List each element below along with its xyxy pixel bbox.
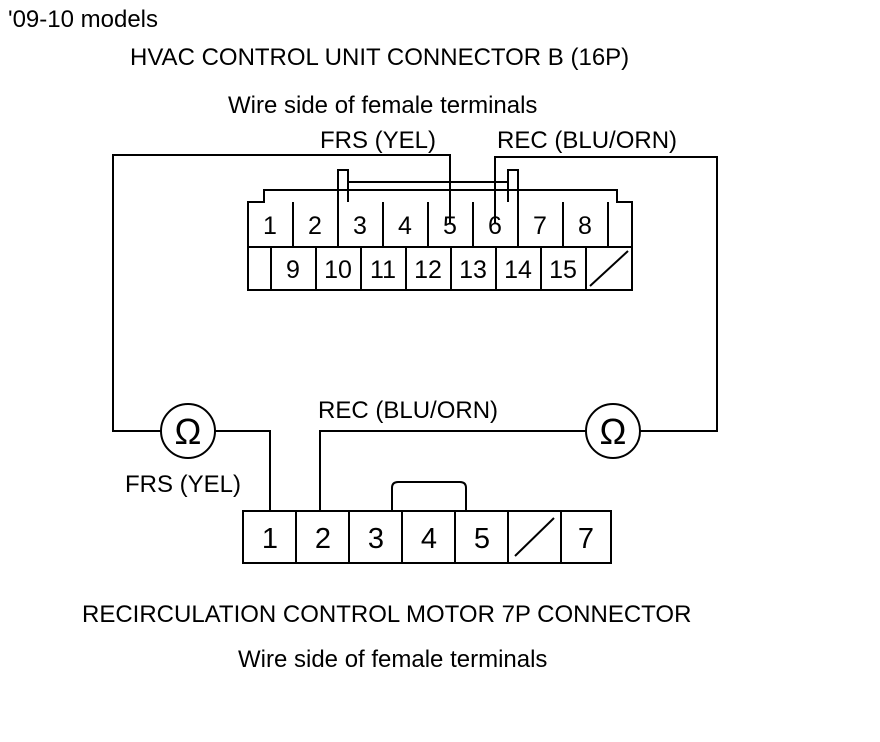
top-wire-frs-label: FRS (YEL): [320, 127, 436, 154]
terminal-number: 14: [504, 256, 532, 284]
wire-frs-to-motor: [215, 430, 271, 511]
terminal-number: 8: [578, 212, 592, 240]
bottom-wire-frs-label: FRS (YEL): [125, 471, 241, 498]
terminal-number: 2: [315, 523, 331, 555]
ohm-symbol: Ω: [175, 411, 202, 452]
terminal-number: 3: [353, 212, 367, 240]
ohm-symbol: Ω: [600, 411, 627, 452]
terminal-number: 4: [421, 523, 437, 555]
terminal-number: 1: [262, 523, 278, 555]
connector-body: [242, 510, 612, 564]
wire-frs: [112, 154, 451, 432]
ohmmeter-icon: [585, 403, 641, 459]
wire-rec: [494, 156, 718, 432]
terminal-number: 12: [414, 256, 442, 284]
terminal-number: 7: [578, 523, 594, 555]
terminal-number: 7: [533, 212, 547, 240]
unused-terminal-slash-icon: [589, 250, 629, 287]
recirc-motor-connector-7p: [242, 481, 612, 564]
top-connector-subtitle: Wire side of female terminals: [228, 92, 537, 119]
connector-latch: [337, 169, 519, 202]
terminal-number: 6: [488, 212, 502, 240]
terminal-number: 2: [308, 212, 322, 240]
wire-rec-to-motor: [319, 430, 586, 511]
terminal-number: 11: [370, 256, 396, 284]
hvac-connector-b-16p: [247, 169, 633, 291]
top-connector-title: HVAC CONTROL UNIT CONNECTOR B (16P): [130, 44, 629, 71]
connector-latch: [391, 481, 467, 511]
model-note: '09-10 models: [8, 6, 158, 33]
bottom-wire-rec-label: REC (BLU/ORN): [318, 397, 498, 424]
terminal-number: 9: [286, 256, 300, 284]
terminal-number: 13: [459, 256, 487, 284]
terminal-number: 5: [443, 212, 457, 240]
connector-body: [247, 189, 633, 291]
terminal-number: 5: [474, 523, 490, 555]
bottom-connector-subtitle: Wire side of female terminals: [238, 646, 547, 673]
terminal-number: 1: [263, 212, 277, 240]
terminal-number: 10: [324, 256, 352, 284]
terminal-number: 4: [398, 212, 412, 240]
terminal-number: 3: [368, 523, 384, 555]
unused-terminal-slash-icon: [514, 517, 555, 557]
bottom-connector-title: RECIRCULATION CONTROL MOTOR 7P CONNECTOR: [82, 601, 691, 628]
ohmmeter-icon: [160, 403, 216, 459]
top-wire-rec-label: REC (BLU/ORN): [497, 127, 677, 154]
terminal-number: 15: [549, 256, 577, 284]
